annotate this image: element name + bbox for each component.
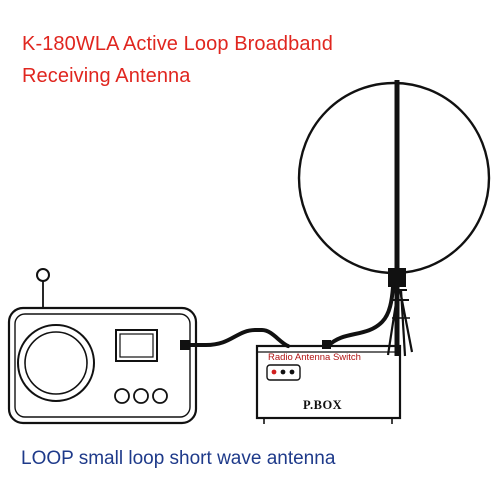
indicator-led-3 xyxy=(289,369,295,375)
title-line-2: Receiving Antenna xyxy=(22,65,191,87)
radio-display xyxy=(115,329,158,362)
box-to-antenna-cable xyxy=(326,285,395,348)
indicator-led-1 xyxy=(271,369,277,375)
radio-to-box-cable xyxy=(184,328,290,348)
p-box-indicator-panel xyxy=(266,364,301,381)
title-line-1: K-180WLA Active Loop Broadband xyxy=(22,33,333,55)
radio-body xyxy=(7,306,198,425)
radio-knob-1 xyxy=(114,388,130,404)
radio-knob-3 xyxy=(152,388,168,404)
loop-antenna xyxy=(297,80,491,357)
tripod-leg-left xyxy=(386,289,400,356)
switch-label: Radio Antenna Switch xyxy=(268,352,361,363)
mast-clamp xyxy=(388,268,406,287)
caption: LOOP small loop short wave antenna xyxy=(21,448,336,469)
radio-antenna-tip xyxy=(36,268,50,282)
cables xyxy=(180,285,395,350)
radio-speaker xyxy=(17,324,95,402)
loop-ring xyxy=(297,81,491,275)
tripod-leg-center xyxy=(399,289,407,357)
indicator-led-2 xyxy=(280,369,286,375)
p-box xyxy=(255,344,402,424)
radio-knob-2 xyxy=(133,388,149,404)
p-box-body xyxy=(255,344,402,420)
radio xyxy=(7,268,198,425)
p-box-name: P.BOX xyxy=(303,398,342,412)
